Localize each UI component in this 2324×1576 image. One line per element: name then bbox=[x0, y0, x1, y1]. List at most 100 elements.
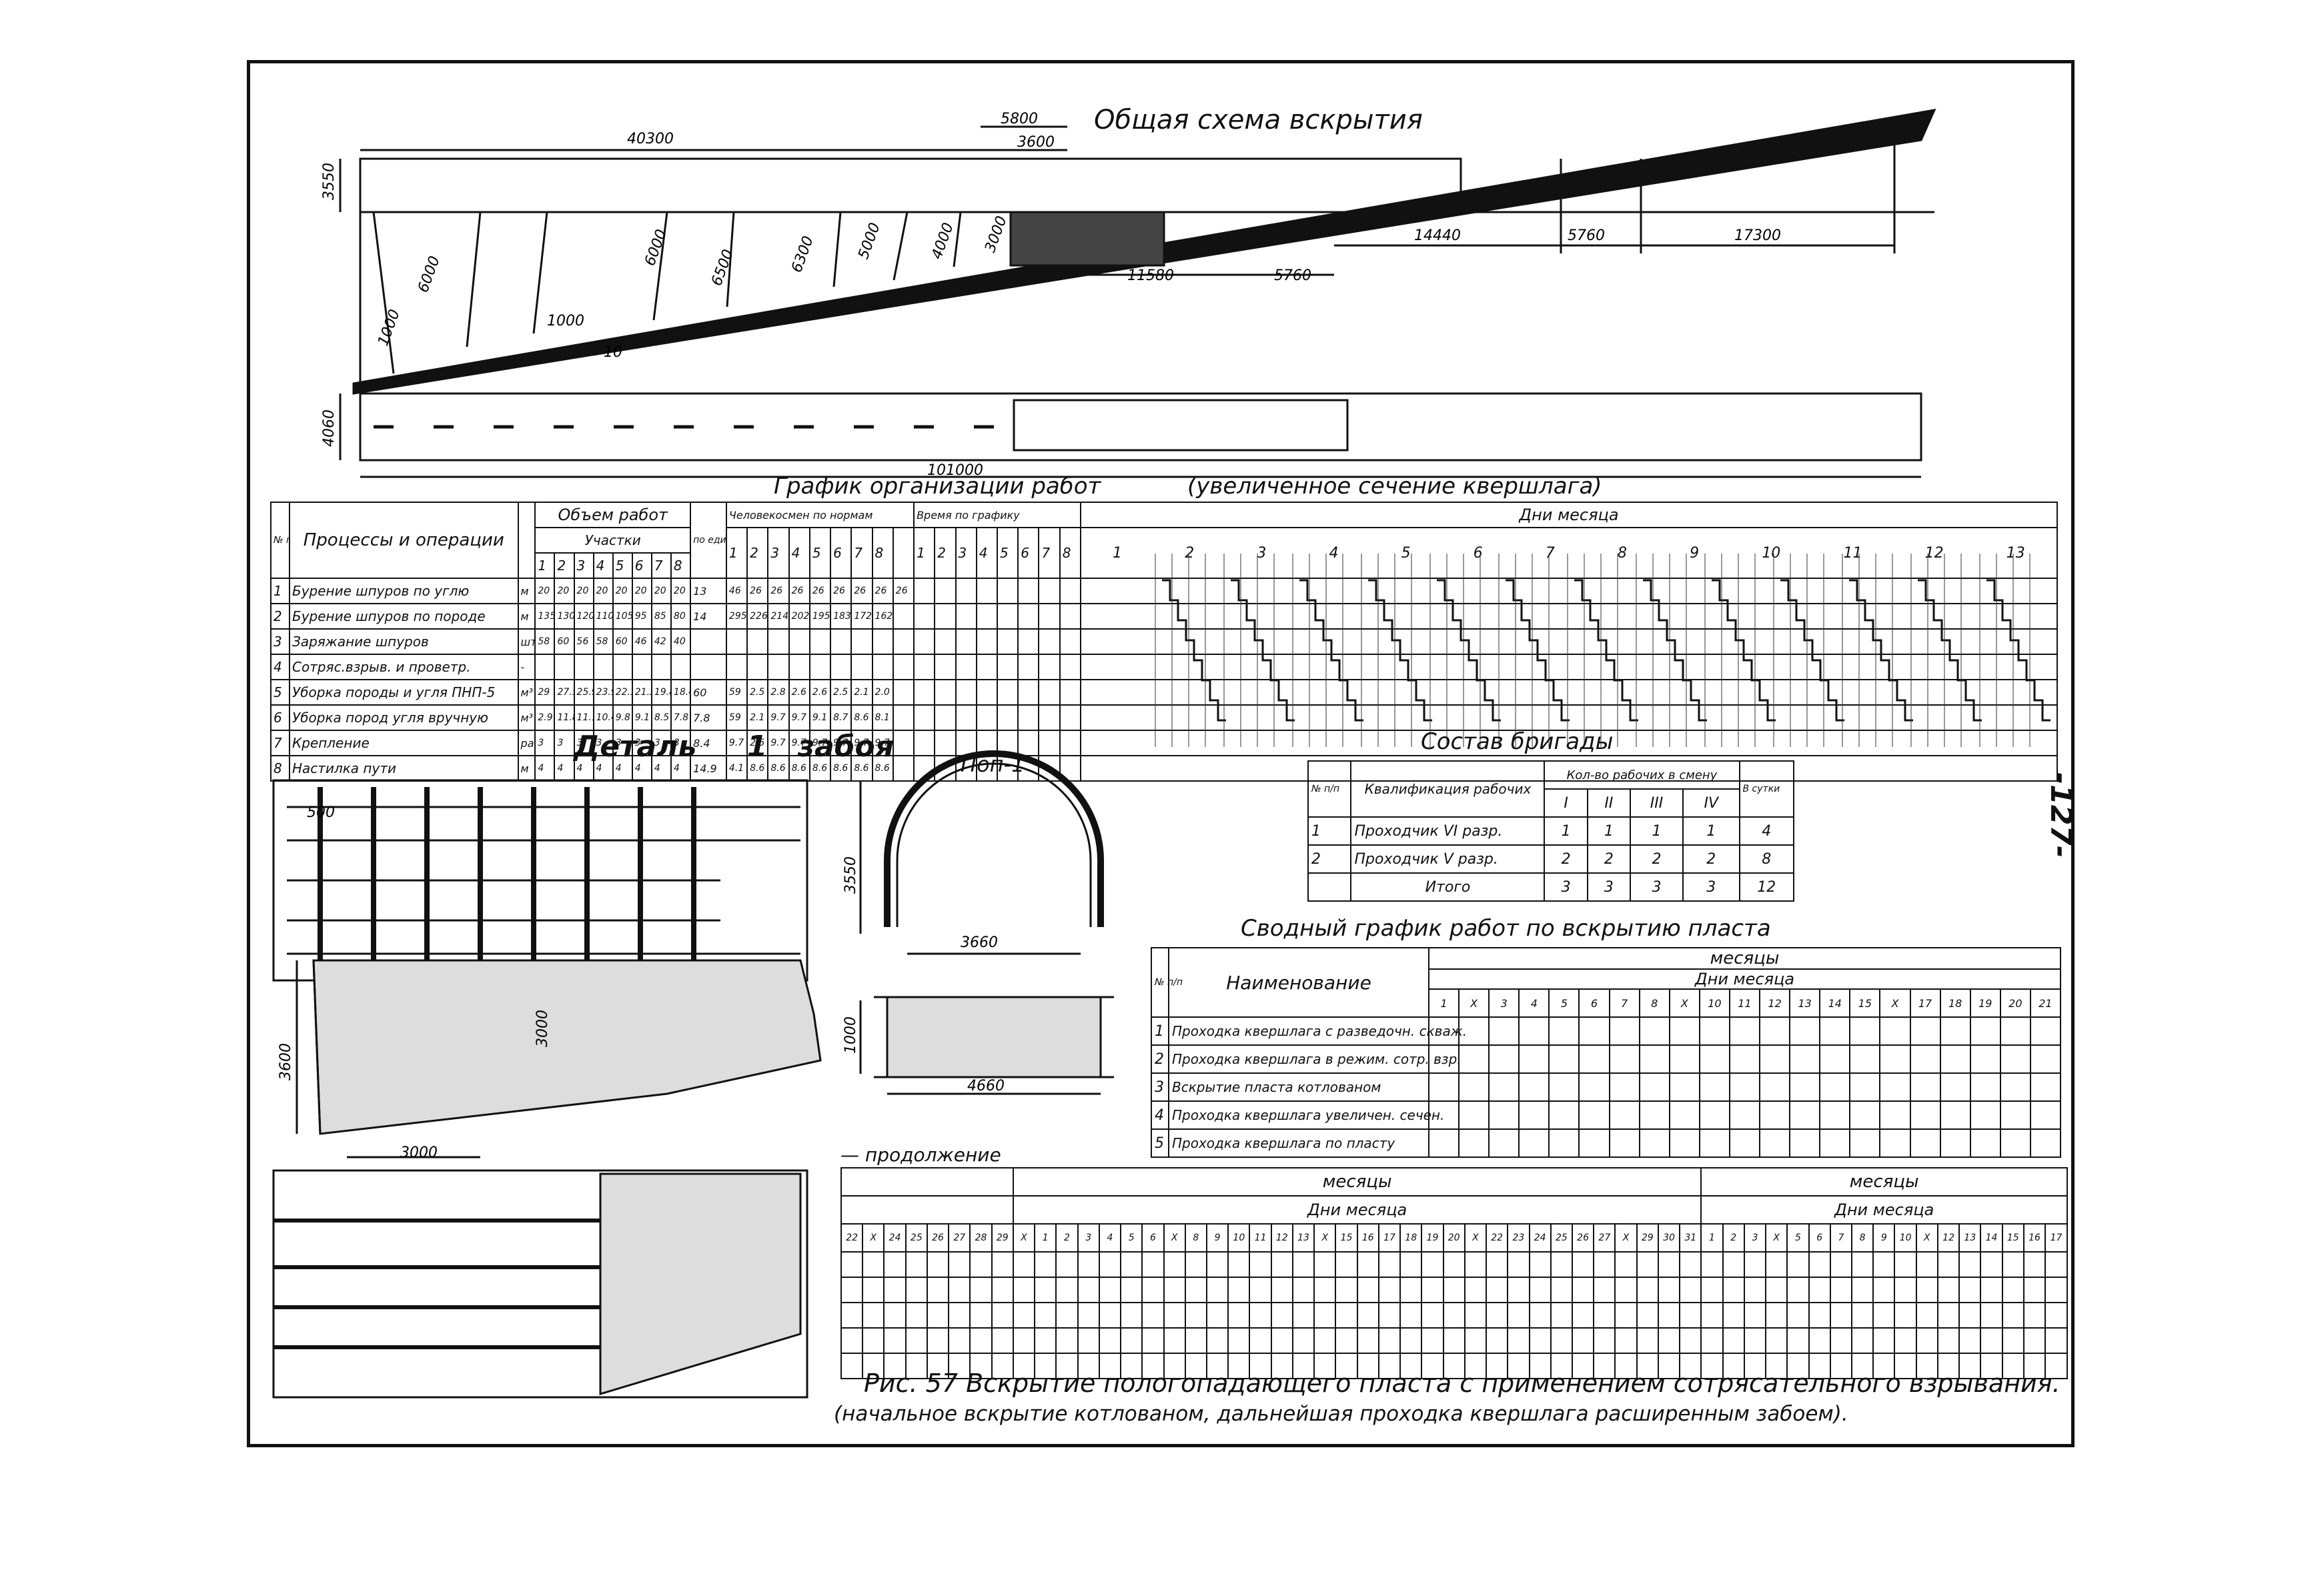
cont-grid-cell bbox=[1722, 1353, 1745, 1379]
brigade-total-3: 3 bbox=[1630, 872, 1684, 902]
schedule-cell bbox=[913, 654, 936, 680]
cont-months-row: месяцы месяцы bbox=[840, 1167, 2068, 1197]
schedule-cell: Бурение шпуров по углю bbox=[289, 578, 519, 604]
summary-day: 21 bbox=[2029, 988, 2062, 1018]
summary-name: Проходка квершлага в режим. сотр. взр. bbox=[1168, 1044, 1462, 1074]
cont-grid-cell bbox=[1163, 1353, 1186, 1379]
schedule-cell bbox=[1038, 679, 1061, 706]
cont-grid-cell bbox=[1679, 1302, 1702, 1329]
schedule-cell bbox=[913, 730, 936, 756]
schedule-cell: 60 bbox=[690, 679, 727, 706]
summary-grid-cell bbox=[1728, 1100, 1761, 1130]
dim-3600: 3600 bbox=[1017, 134, 1055, 151]
dim-5800: 5800 bbox=[1001, 111, 1038, 127]
schedule-cell: 3 bbox=[270, 628, 290, 655]
summary-grid-cell bbox=[1909, 1044, 1941, 1074]
schedule-cell: 9.7 bbox=[788, 704, 810, 731]
summary-grid-cell bbox=[2029, 1072, 2062, 1102]
cont-grid-cell bbox=[1098, 1327, 1122, 1354]
cont-day: 8 bbox=[1184, 1223, 1207, 1253]
schedule-cell bbox=[996, 704, 1019, 731]
schedule-cell bbox=[1059, 578, 1081, 604]
cont-grid-cell bbox=[1163, 1251, 1186, 1278]
cont-day: 10 bbox=[1227, 1223, 1251, 1253]
summary-hdr-days: Дни месяца bbox=[1428, 968, 2061, 990]
schedule-cell bbox=[1059, 755, 1081, 782]
cont-grid-cell bbox=[1894, 1302, 1917, 1329]
hdr-days: Дни месяца bbox=[1079, 502, 2059, 528]
schedule-cell: 26 bbox=[850, 578, 873, 604]
schedule-cell: - bbox=[517, 654, 536, 680]
cont-day: 25 bbox=[1550, 1223, 1573, 1253]
brigade-cell: 2 bbox=[1586, 844, 1632, 874]
summary-grid-cell bbox=[1969, 1100, 2001, 1130]
cont-grid-cell bbox=[1055, 1277, 1079, 1303]
schedule-cell: 14 bbox=[690, 603, 727, 630]
cont-grid-cell bbox=[1528, 1302, 1552, 1329]
brigade-shift-4: IV bbox=[1682, 788, 1740, 818]
schedule-cell: 226 bbox=[746, 603, 769, 630]
day-number: 8 bbox=[1618, 544, 1628, 562]
summary-grid-cell bbox=[1969, 1072, 2001, 1102]
sec-8: 8 bbox=[670, 552, 692, 579]
hdr-process: Процессы и операции bbox=[289, 502, 519, 579]
summary-name: Проходка квершлага по пласту bbox=[1168, 1128, 1429, 1158]
summary-grid-cell bbox=[2029, 1044, 2062, 1074]
schedule-cell: 19.8 bbox=[650, 679, 672, 706]
schedule-cell: 4 bbox=[631, 755, 652, 782]
summary-day: 12 bbox=[1759, 988, 1791, 1018]
cont-grid-cell bbox=[1507, 1327, 1530, 1354]
schedule-cell bbox=[1017, 704, 1040, 731]
cont-day: 16 bbox=[2022, 1223, 2047, 1253]
cont-grid-cell bbox=[2022, 1277, 2047, 1303]
brigade-hdr-qual: Квалификация рабочих bbox=[1350, 760, 1546, 818]
plan-window bbox=[1013, 399, 1349, 452]
cont-grid-cell bbox=[1765, 1251, 1788, 1278]
cont-day: 15 bbox=[1335, 1223, 1358, 1253]
summary-grid-cell bbox=[1427, 1128, 1460, 1158]
schedule-cell bbox=[631, 654, 652, 680]
summary-grid-cell bbox=[1578, 1016, 1610, 1046]
cont-grid-cell bbox=[1872, 1353, 1896, 1379]
cont-day: 23 bbox=[1507, 1223, 1530, 1253]
cont-grid-cell bbox=[991, 1277, 1014, 1303]
cont-grid-cell bbox=[2045, 1277, 2068, 1303]
cont-grid-cell bbox=[1872, 1277, 1896, 1303]
schedule-cell: 26 bbox=[871, 578, 894, 604]
schedule-cell bbox=[1059, 679, 1081, 706]
cont-grid-cell bbox=[1313, 1251, 1337, 1278]
cont-grid-cell bbox=[1722, 1251, 1745, 1278]
cont-grid-cell bbox=[1936, 1302, 1960, 1329]
cont-grid-cell bbox=[1163, 1302, 1186, 1329]
summary-grid-cell bbox=[1608, 1072, 1640, 1102]
schedule-cell: м bbox=[517, 603, 536, 630]
summary-grid-cell bbox=[1728, 1044, 1761, 1074]
schedule-cell: 7 bbox=[270, 730, 290, 756]
cont-grid-cell bbox=[1528, 1353, 1552, 1379]
cont-grid-cell bbox=[1249, 1302, 1272, 1329]
cont-day: 24 bbox=[1528, 1223, 1552, 1253]
summary-header: № п/п Наименование месяцы bbox=[1151, 947, 2061, 1018]
summary-grid-cell bbox=[1518, 1100, 1550, 1130]
hdr-unit bbox=[517, 502, 536, 579]
summary-day: 19 bbox=[1969, 988, 2001, 1018]
brigade-cell: 2 bbox=[1682, 844, 1740, 874]
cont-grid-cell bbox=[1528, 1277, 1552, 1303]
schedule-cell bbox=[1079, 628, 2059, 655]
schedule-cell: 8 bbox=[270, 755, 290, 782]
schedule-cell: 20 bbox=[554, 578, 575, 604]
cont-grid-cell bbox=[862, 1277, 885, 1303]
sec-4: 4 bbox=[592, 552, 614, 579]
cont-grid-cell bbox=[1098, 1302, 1122, 1329]
cont-grid-cell bbox=[1894, 1277, 1917, 1303]
day-number: 3 bbox=[1257, 544, 1267, 562]
cont-grid-cell bbox=[1486, 1302, 1509, 1329]
summary-title: Сводный график работ по вскрытию пласта bbox=[1241, 915, 1771, 942]
cont-grid-cell bbox=[1528, 1251, 1552, 1278]
cont-day: 16 bbox=[1356, 1223, 1379, 1253]
cont-grid-cell bbox=[1120, 1302, 1143, 1329]
